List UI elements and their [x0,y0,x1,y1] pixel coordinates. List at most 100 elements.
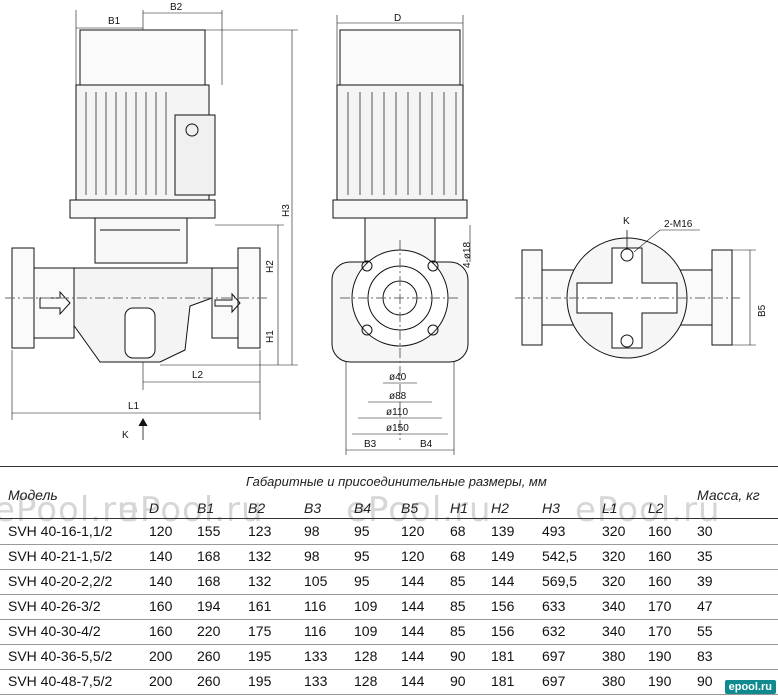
value-cell: 85 [450,598,466,614]
value-cell: 120 [401,548,425,564]
value-cell: 90 [450,673,466,689]
value-cell: 260 [197,673,221,689]
model-column-header: Модель [8,487,58,503]
dim-b1-label: B1 [108,16,121,27]
dim-hole-label: 4-ø18 [462,241,473,268]
value-cell: 190 [648,648,672,664]
value-cell: 68 [450,548,466,564]
mass-cell: 39 [697,573,713,589]
value-cell: 160 [648,548,672,564]
col-header: B4 [354,500,372,516]
mass-cell: 90 [697,673,713,689]
value-cell: 493 [542,523,566,539]
col-header: B3 [304,500,322,516]
row-rule [0,619,778,620]
value-cell: 128 [354,673,378,689]
value-cell: 161 [248,598,272,614]
value-cell: 160 [648,573,672,589]
value-cell: 144 [401,648,425,664]
mass-cell: 30 [697,523,713,539]
value-cell: 98 [304,523,320,539]
table-top-rule [0,466,778,467]
value-cell: 697 [542,673,566,689]
value-cell: 181 [491,673,515,689]
value-cell: 632 [542,623,566,639]
value-cell: 95 [354,548,370,564]
col-header: H1 [450,500,468,516]
dim-b2-label: B2 [170,2,183,13]
value-cell: 156 [491,623,515,639]
dim-d-label: D [394,13,401,24]
value-cell: 200 [149,648,173,664]
value-cell: 105 [304,573,328,589]
value-cell: 569,5 [542,573,578,589]
value-cell: 144 [491,573,515,589]
mass-cell: 47 [697,598,713,614]
value-cell: 190 [648,673,672,689]
value-cell: 144 [401,573,425,589]
value-cell: 160 [149,598,173,614]
value-cell: 220 [197,623,221,639]
value-cell: 109 [354,623,378,639]
watermark: ePool.ru [0,490,140,530]
model-cell: SVH 40-26-3/2 [8,598,101,614]
value-cell: 697 [542,648,566,664]
value-cell: 149 [491,548,515,564]
front-view [5,10,298,440]
col-header: B2 [248,500,266,516]
value-cell: 139 [491,523,515,539]
side-view [331,15,471,455]
watermark: ePool.ru [346,490,492,530]
value-cell: 140 [149,573,173,589]
value-cell: 340 [602,598,626,614]
row-rule [0,694,778,695]
value-cell: 380 [602,648,626,664]
dim-b4-label: B4 [420,439,433,450]
value-cell: 116 [304,623,327,639]
dim-d88-label: ø88 [389,391,407,402]
col-header: B1 [197,500,215,516]
model-cell: SVH 40-20-2,2/2 [8,573,113,589]
dim-h1-label: H1 [265,330,276,343]
site-logo: epool.ru [724,680,776,694]
value-cell: 85 [450,573,466,589]
value-cell: 320 [602,523,626,539]
row-rule [0,594,778,595]
value-cell: 95 [354,573,370,589]
value-cell: 123 [248,523,272,539]
value-cell: 144 [401,598,425,614]
top-view [515,229,756,359]
value-cell: 194 [197,598,221,614]
watermark: ePool.ru [118,490,264,530]
value-cell: 98 [304,548,320,564]
col-header: H2 [491,500,509,516]
value-cell: 168 [197,548,221,564]
dim-b3-label: B3 [364,439,377,450]
dim-b5-label: B5 [757,304,768,317]
dim-d150-label: ø150 [386,423,409,434]
value-cell: 120 [149,523,173,539]
row-rule [0,669,778,670]
value-cell: 160 [648,523,672,539]
model-cell: SVH 40-48-7,5/2 [8,673,113,689]
value-cell: 168 [197,573,221,589]
value-cell: 95 [354,523,370,539]
mass-column-header: Масса, кг [697,487,760,503]
view-k-label-front: K [122,430,129,441]
value-cell: 542,5 [542,548,578,564]
value-cell: 133 [304,648,328,664]
col-header: L2 [648,500,664,516]
dim-l2-label: L2 [192,370,204,381]
row-rule [0,569,778,570]
dim-l1-label: L1 [128,401,140,412]
watermark: ePool.ru [575,490,721,530]
dim-d40-label: ø40 [389,372,407,383]
row-rule [0,644,778,645]
table-header-rule [0,518,778,519]
value-cell: 195 [248,648,272,664]
